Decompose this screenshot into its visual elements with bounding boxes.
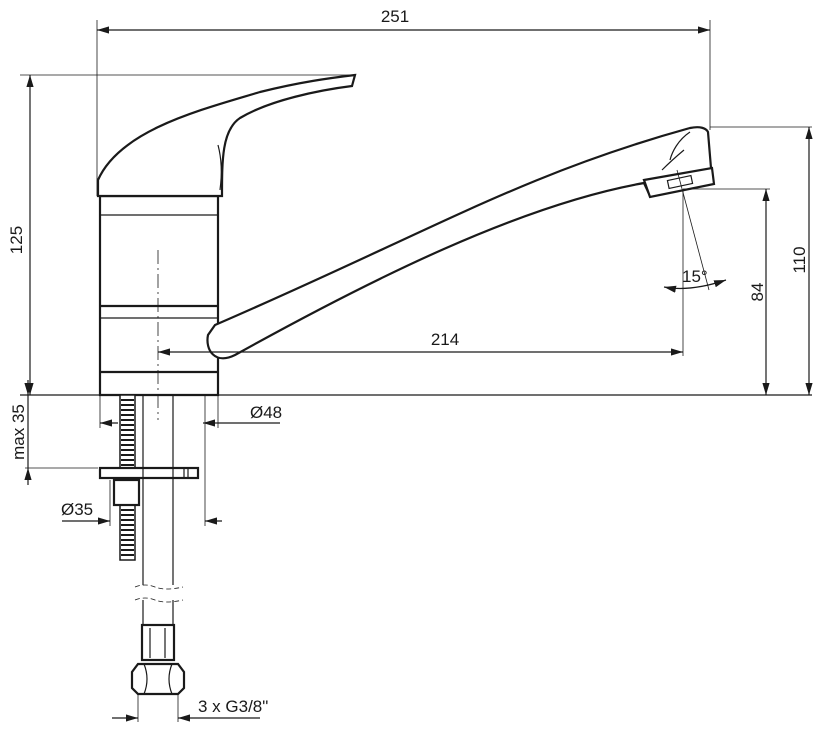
dim-outlet-height: 84 xyxy=(683,188,770,395)
dim-mounting-hole: Ø35 xyxy=(61,395,222,526)
dim-overall-length: 251 xyxy=(96,7,711,196)
dim-48-label: Ø48 xyxy=(250,403,282,422)
dim-15-label: 15° xyxy=(682,267,708,286)
dim-110-label: 110 xyxy=(790,246,809,273)
spout xyxy=(206,126,716,360)
faucet-body xyxy=(98,194,220,420)
dim-overall-height: 125 xyxy=(7,74,355,395)
dim-connections: 3 x G3/8" xyxy=(112,695,268,722)
lever-handle xyxy=(96,73,357,198)
dim-max35-label: max 35 xyxy=(9,404,28,460)
dim-body-diameter: Ø48 xyxy=(99,395,282,428)
dim-84-label: 84 xyxy=(748,283,767,302)
dim-spout-top-height: 110 xyxy=(710,126,813,395)
dim-max-counter-thickness: max 35 xyxy=(9,380,98,485)
dim-spout-angle: 15° xyxy=(663,169,727,293)
dim-g38-label: 3 x G3/8" xyxy=(198,697,268,716)
dim-spout-reach: 214 xyxy=(158,190,684,356)
dim-35-label: Ø35 xyxy=(61,500,93,519)
dim-214-label: 214 xyxy=(431,330,459,349)
mounting-assembly xyxy=(98,394,200,696)
dim-125-label: 125 xyxy=(7,226,26,254)
dim-251-label: 251 xyxy=(381,7,409,26)
